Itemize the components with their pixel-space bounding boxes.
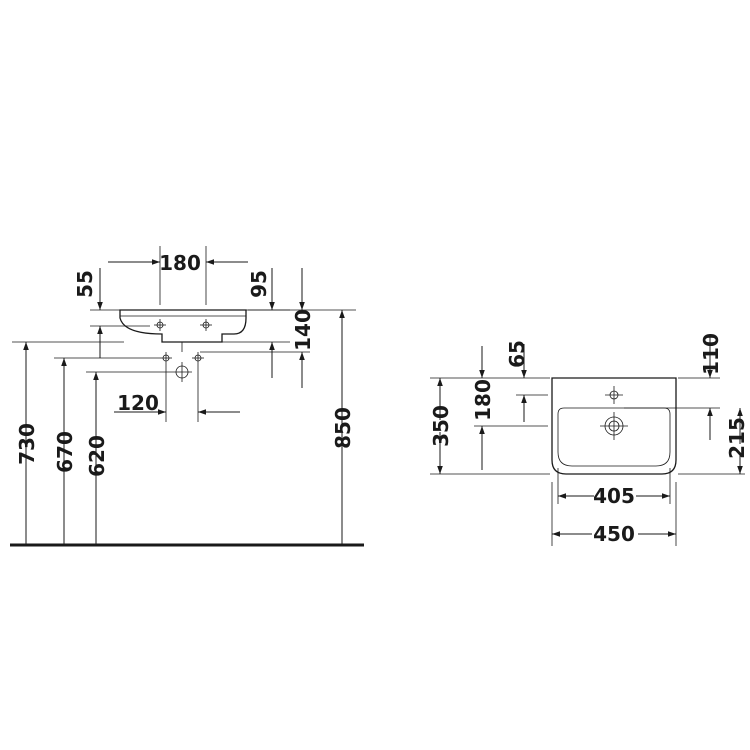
dim-label-215: 215 <box>725 417 749 459</box>
dim-bowl-offset: 180 <box>471 346 548 470</box>
dim-label-850: 850 <box>331 407 355 449</box>
dim-tap-offset: 65 <box>505 340 548 422</box>
dim-label-55: 55 <box>73 270 97 298</box>
dim-label-120: 120 <box>117 391 159 415</box>
dim-label-140: 140 <box>291 309 315 351</box>
dim-rim-left: 55 <box>73 268 150 358</box>
side-view: 180 55 95 140 <box>10 246 364 547</box>
dim-height-730: 730 <box>12 341 124 545</box>
dim-label-405: 405 <box>593 484 635 508</box>
dim-label-670: 670 <box>53 431 77 473</box>
dim-drain-from-front: 215 <box>678 408 749 475</box>
dim-outer-width: 450 <box>551 482 677 546</box>
basin-side-outline <box>119 309 247 382</box>
dim-total-depth: 350 <box>429 377 550 475</box>
dim-height-620: 620 <box>85 371 172 545</box>
dim-label-180: 180 <box>159 251 201 275</box>
dim-label-730: 730 <box>15 423 39 465</box>
dim-inner-width: 405 <box>557 468 671 508</box>
top-view: 350 180 65 110 215 <box>429 333 749 546</box>
dim-basin-depth: 140 <box>200 268 356 388</box>
dim-height-670: 670 <box>53 357 160 545</box>
dim-top-width: 180 <box>108 246 248 305</box>
dim-label-450: 450 <box>593 522 635 546</box>
dim-label-350: 350 <box>429 405 453 447</box>
dim-label-110: 110 <box>699 333 723 375</box>
dim-trap-offset: 120 <box>114 364 240 422</box>
dim-rim-right: 95 <box>222 268 290 378</box>
dim-height-850: 850 <box>331 310 355 545</box>
dim-label-65: 65 <box>505 340 529 368</box>
basin-top-outline <box>551 377 677 475</box>
dim-label-620: 620 <box>85 435 109 477</box>
dim-tap-from-back: 110 <box>624 333 723 440</box>
dim-label-95: 95 <box>247 270 271 298</box>
dim-label-180-top: 180 <box>471 379 495 421</box>
